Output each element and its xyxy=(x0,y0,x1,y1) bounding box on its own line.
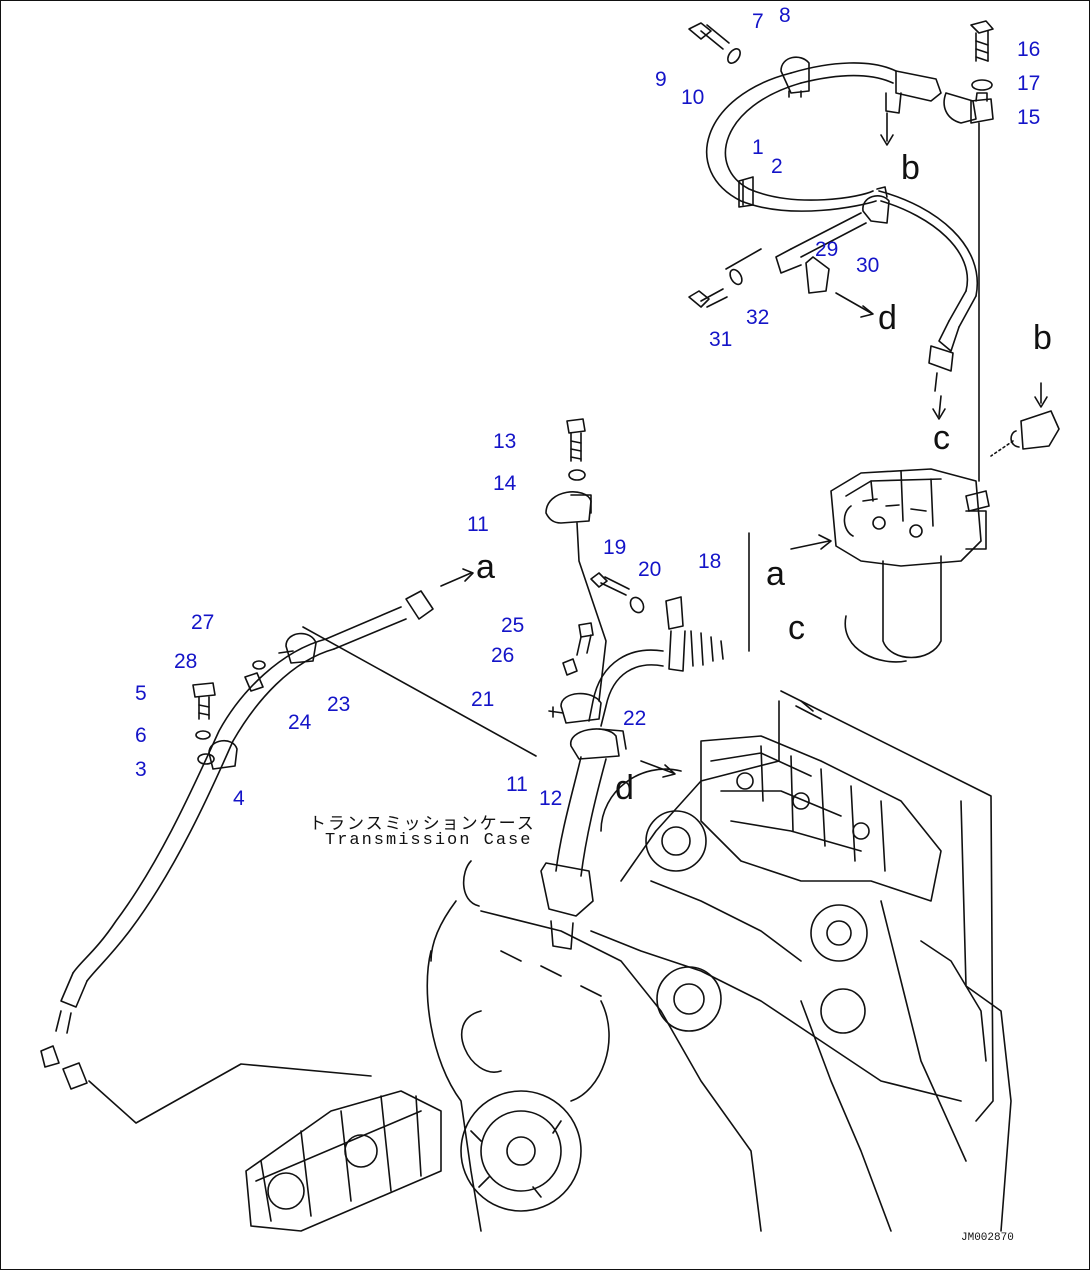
fitting-b-right xyxy=(990,382,1060,457)
part-number-30: 30 xyxy=(856,254,880,277)
clamp-23-24 xyxy=(278,632,317,664)
component-label-japanese: トランスミッションケース xyxy=(309,816,536,835)
bolt-13 xyxy=(566,418,586,462)
bolt-5 xyxy=(192,682,216,720)
washer-32 xyxy=(729,268,743,286)
part-number-1: 1 xyxy=(752,136,764,159)
connection-ref-b-right: b xyxy=(1033,319,1052,357)
part-number-7: 7 xyxy=(752,10,764,33)
part-number-31: 31 xyxy=(709,328,733,351)
connection-ref-a-left: a xyxy=(476,548,495,586)
part-number-14: 14 xyxy=(493,472,517,495)
part-number-10: 10 xyxy=(681,86,705,109)
washer-27 xyxy=(252,660,266,670)
drawing-code: JM002870 xyxy=(961,1232,1014,1244)
flywheel xyxy=(460,1090,582,1212)
connection-ref-a-right: a xyxy=(766,555,785,593)
bolt-16-washer-17-bracket-15 xyxy=(970,20,994,482)
part-number-9: 9 xyxy=(655,68,667,91)
part-number-12: 12 xyxy=(539,787,563,810)
upper-hose-loop xyxy=(705,62,979,328)
part-number-16: 16 xyxy=(1017,38,1041,61)
part-number-4: 4 xyxy=(233,787,245,810)
clamp-11-12 xyxy=(570,728,627,760)
transmission-case xyxy=(426,690,1012,1232)
elbow-fitting-top xyxy=(885,70,977,124)
washer-6 xyxy=(195,730,211,740)
connection-ref-d-upper: d xyxy=(878,299,897,337)
arrow-a-left xyxy=(440,568,474,587)
part-number-20: 20 xyxy=(638,558,662,581)
part-number-32: 32 xyxy=(746,306,770,329)
clamp-11-top xyxy=(545,491,607,702)
hose-to-d xyxy=(725,212,874,318)
arrow-d-lower xyxy=(640,760,676,778)
nut-28 xyxy=(244,672,264,692)
clamp-21-22 xyxy=(548,692,602,724)
part-number-17: 17 xyxy=(1017,72,1041,95)
bolt-19-washer-20 xyxy=(590,572,645,614)
part-number-26: 26 xyxy=(491,644,515,667)
arrow-b-top xyxy=(880,112,894,146)
part-number-23: 23 xyxy=(327,693,351,716)
fitting-down-c xyxy=(928,320,960,420)
connection-ref-b-top: b xyxy=(901,149,920,187)
clamp-29-30 xyxy=(862,186,890,224)
part-number-13: 13 xyxy=(493,430,517,453)
part-number-3: 3 xyxy=(135,758,147,781)
washer-14 xyxy=(568,469,586,481)
part-number-22: 22 xyxy=(623,707,647,730)
part-number-5: 5 xyxy=(135,682,147,705)
part-number-21: 21 xyxy=(471,688,495,711)
part-number-28: 28 xyxy=(174,650,198,673)
part-number-8: 8 xyxy=(779,4,791,27)
valve-filter-assembly xyxy=(790,468,990,663)
part-number-15: 15 xyxy=(1017,106,1041,129)
part-number-18: 18 xyxy=(698,550,722,573)
connection-ref-d-lower: d xyxy=(615,769,634,807)
clamp-7-8 xyxy=(780,56,810,98)
part-number-27: 27 xyxy=(191,611,215,634)
bolt-31 xyxy=(688,288,728,308)
part-number-24: 24 xyxy=(288,711,312,734)
left-hose xyxy=(40,590,434,1124)
part-number-11-lower: 11 xyxy=(506,773,528,796)
clamp-1-2 xyxy=(738,176,754,208)
part-number-19: 19 xyxy=(603,536,627,559)
clamp-4 xyxy=(208,740,238,770)
cross-link-line xyxy=(302,626,537,757)
part-number-11-upper: 11 xyxy=(467,513,489,536)
bracket-18 xyxy=(665,532,750,672)
washer-10 xyxy=(727,48,741,64)
washer-3 xyxy=(197,753,215,765)
pump-assembly xyxy=(245,1090,442,1232)
part-number-2: 2 xyxy=(771,155,783,178)
bolt-25-nut-26 xyxy=(562,622,594,676)
component-label-english: Transmission Case xyxy=(325,831,533,850)
part-number-29: 29 xyxy=(815,238,839,261)
bolt-9 xyxy=(688,22,730,50)
connection-ref-c-lower: c xyxy=(788,609,805,647)
part-number-25: 25 xyxy=(501,614,525,637)
part-number-6: 6 xyxy=(135,724,147,747)
connection-ref-c-upper: c xyxy=(933,419,950,457)
